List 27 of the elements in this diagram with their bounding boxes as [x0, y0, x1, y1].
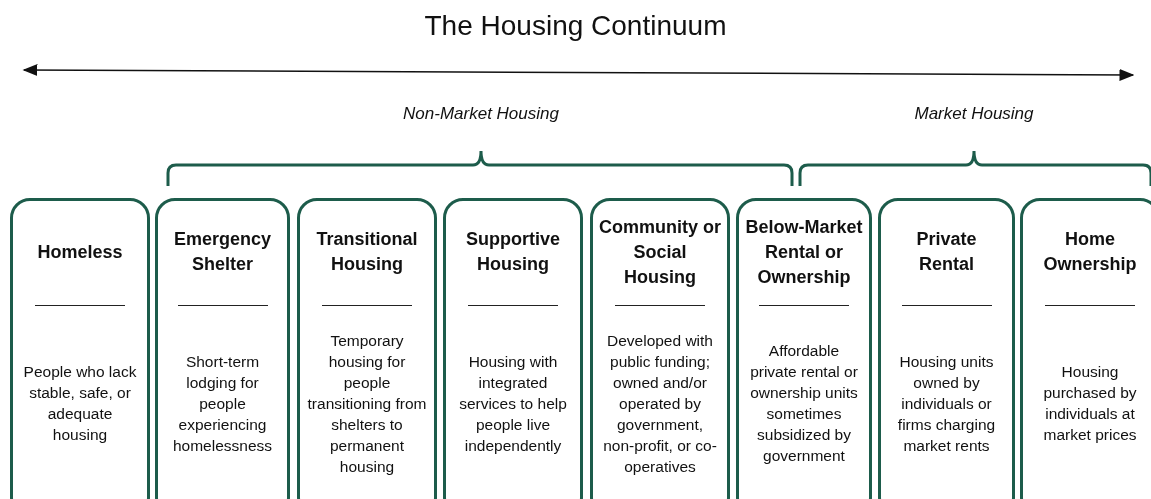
group-label: Market Housing	[914, 104, 1034, 124]
category-card	[736, 198, 872, 499]
category-card	[1020, 198, 1151, 499]
card-heading: Private Rental	[915, 228, 978, 276]
card-heading: Community or Social Housing	[599, 215, 721, 289]
card-description: Affordable private rental or ownership units sometimes subsidized by government	[749, 341, 859, 466]
card-heading: Below-Market Rental or Ownership	[745, 215, 863, 289]
category-card	[10, 198, 150, 499]
card-heading: Home Ownership	[1042, 228, 1138, 276]
card-description: Housing units owned by individuals or firms charging market rents	[896, 351, 997, 456]
card-heading: Supportive Housing	[465, 228, 561, 276]
card-description: Housing purchased by individuals at market prices	[1042, 362, 1138, 445]
title: The Housing Continuum	[423, 10, 728, 42]
category-card	[443, 198, 583, 499]
card-description: Short-term lodging for people experiencing homelessness	[171, 351, 274, 456]
card-heading: Emergency Shelter	[172, 228, 273, 276]
card-description: People who lack stable, safe, or adequate housing	[22, 362, 138, 445]
card-description: Temporary housing for people transitioning from shelters to permanent housing	[307, 330, 427, 477]
category-card	[155, 198, 290, 499]
category-card	[590, 198, 730, 499]
group-label: Non-Market Housing	[403, 104, 559, 124]
category-card	[878, 198, 1015, 499]
category-card	[297, 198, 437, 499]
card-heading: Transitional Housing	[315, 228, 419, 276]
card-heading: Homeless	[37, 240, 123, 264]
card-description: Housing with integrated services to help people live independently	[458, 351, 568, 456]
card-description: Developed with public funding; owned and/or operated by government, non-profit, or co-operatives	[602, 330, 718, 477]
